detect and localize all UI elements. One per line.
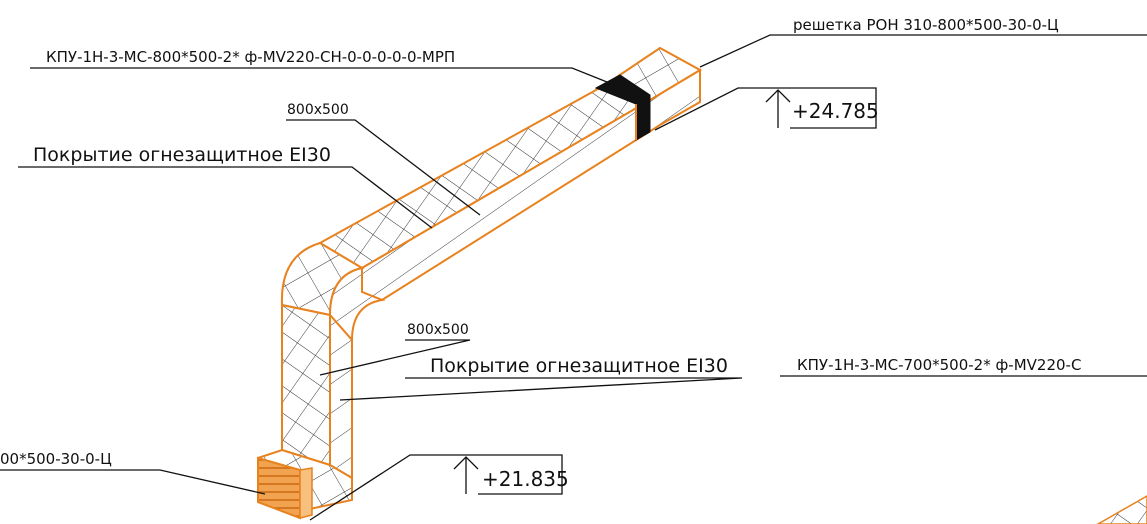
duct-elbow-side bbox=[328, 266, 386, 343]
label-size-top: 800x500 bbox=[287, 102, 349, 118]
label-coating-top: Покрытие огнезащитное EI30 bbox=[33, 144, 331, 166]
leader-elev-bottom bbox=[309, 454, 563, 521]
bottom-grille-side bbox=[299, 467, 313, 519]
label-coating-bottom: Покрытие огнезащитное EI30 bbox=[430, 355, 728, 377]
label-grille-bottom: 00*500-30-0-Ц bbox=[0, 450, 112, 468]
leader-coating-top bbox=[18, 166, 433, 229]
leader-elev-top bbox=[654, 87, 877, 131]
label-damper-right: КПУ-1Н-3-МС-700*500-2* ф-MV220-С bbox=[797, 356, 1081, 374]
label-size-bottom: 800x500 bbox=[407, 322, 469, 338]
duct-assembly bbox=[257, 46, 703, 520]
leader-size-top bbox=[286, 119, 481, 216]
leader-grille-top bbox=[699, 34, 1147, 68]
leader-grille-bottom bbox=[0, 469, 266, 495]
elevation-bottom: +21.835 bbox=[482, 467, 569, 491]
duct-vertical-side-face bbox=[329, 312, 353, 480]
elevation-top: +24.785 bbox=[792, 99, 879, 123]
annotations: решетка РОН 310-800*500-30-0-Ц КПУ-1Н-3-… bbox=[0, 16, 1081, 491]
elevation-markers bbox=[453, 89, 791, 494]
partial-duct-bottom-right bbox=[1096, 495, 1147, 524]
leader-lines bbox=[0, 34, 1147, 521]
leader-coating-bottom bbox=[339, 377, 743, 401]
duct-vertical-front-face bbox=[281, 303, 331, 467]
label-damper-top: КПУ-1Н-3-МС-800*500-2* ф-MV220-СН-0-0-0-… bbox=[46, 48, 455, 66]
leader-size-bottom bbox=[319, 339, 471, 376]
leader-damper-top bbox=[30, 67, 623, 89]
label-grille-top: решетка РОН 310-800*500-30-0-Ц bbox=[793, 16, 1059, 34]
